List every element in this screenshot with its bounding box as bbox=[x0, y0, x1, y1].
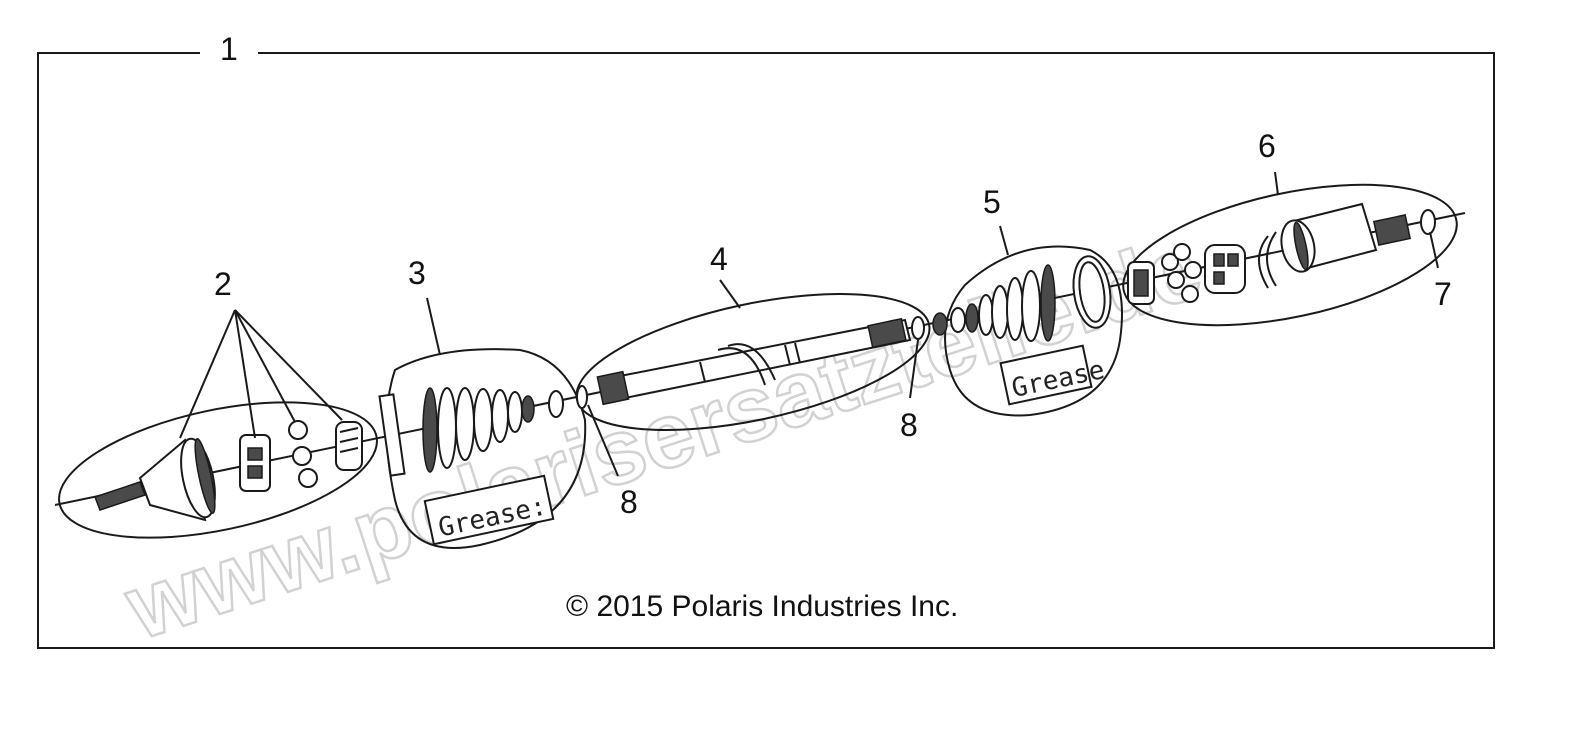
inner-stub-spline bbox=[1372, 214, 1412, 246]
group-3-outline bbox=[385, 348, 587, 549]
spline-stub bbox=[94, 481, 146, 511]
group-5-outline bbox=[944, 245, 1123, 417]
callout-3: 3 bbox=[408, 255, 426, 291]
small-clamp bbox=[548, 390, 564, 418]
item-7-circlip bbox=[1420, 209, 1439, 269]
cv-ball bbox=[1184, 261, 1202, 279]
group-2-cv-joint-kit bbox=[58, 309, 378, 539]
callout-6: 6 bbox=[1258, 128, 1276, 164]
callout-8a-leader bbox=[587, 404, 619, 477]
retaining-ring-left bbox=[576, 385, 588, 409]
shaft-spline-right bbox=[867, 317, 907, 349]
retaining-ring-right bbox=[911, 316, 925, 340]
cv-ball bbox=[1173, 243, 1191, 261]
cv-boot-bellows-inner bbox=[965, 264, 1056, 342]
cv-inner-race bbox=[335, 421, 363, 471]
cv-boot-bellows bbox=[422, 387, 535, 473]
callout-4: 4 bbox=[710, 241, 728, 277]
cv-ball bbox=[298, 468, 318, 488]
cv-ball bbox=[292, 446, 312, 466]
cv-ball bbox=[1181, 285, 1199, 303]
callout-7: 7 bbox=[1434, 276, 1452, 312]
group-2-outline bbox=[58, 401, 378, 539]
group-6-inner-cv-kit bbox=[1122, 171, 1458, 327]
cv-cage bbox=[239, 434, 271, 492]
group-3-boot-kit: Grease: bbox=[378, 297, 587, 549]
boot-clamp bbox=[378, 393, 406, 477]
group-5-boot-kit: Grease bbox=[932, 225, 1123, 417]
cv-ball bbox=[1167, 271, 1185, 289]
callout-2: 2 bbox=[214, 266, 232, 302]
grease-packet-left bbox=[423, 474, 555, 546]
grease-packet-right bbox=[999, 344, 1093, 406]
callout-1: 1 bbox=[220, 31, 238, 67]
shaft-spline-left bbox=[596, 370, 630, 406]
inner-boot-clamp bbox=[1072, 255, 1112, 329]
copyright-text: © 2015 Polaris Industries Inc. bbox=[566, 590, 958, 623]
cv-ball bbox=[288, 420, 308, 440]
callout-8a: 8 bbox=[620, 484, 638, 520]
callout-8b-leader bbox=[909, 339, 919, 399]
callout-5: 5 bbox=[983, 184, 1001, 220]
assembly-frame bbox=[37, 52, 1495, 649]
cv-ball bbox=[1161, 253, 1179, 271]
callout-8b: 8 bbox=[900, 407, 918, 443]
inner-cage bbox=[1204, 244, 1246, 294]
